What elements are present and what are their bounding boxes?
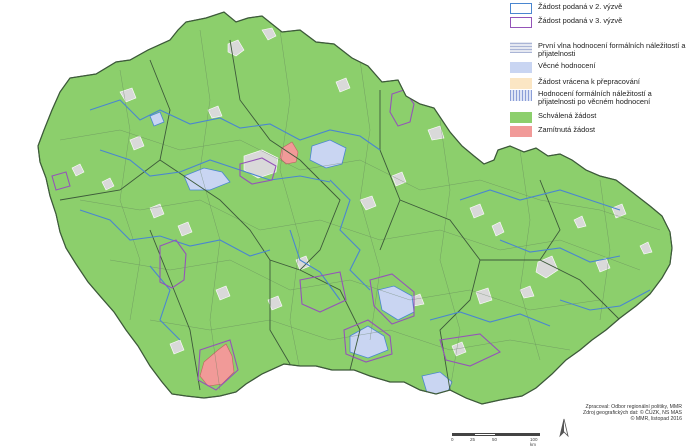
credits-copyright: © MMR, listopad 2016 xyxy=(630,416,682,423)
legend-item-round-3: Žádost podaná v 3. výzvě xyxy=(510,16,688,28)
legend-label: Žádost podaná v 3. výzvě xyxy=(538,16,623,25)
legend-swatch xyxy=(510,17,532,28)
legend-label: Hodnocení formálních náležitostí a přija… xyxy=(538,89,652,107)
legend-swatch xyxy=(510,90,532,101)
scale-label: 25 xyxy=(470,437,476,442)
credits-source: Zdroj geografických dat: © ČÚZK, NS MAS xyxy=(583,410,682,417)
legend-swatch xyxy=(510,42,532,53)
legend-swatch xyxy=(510,112,532,123)
country-border xyxy=(37,11,673,405)
legend-label: Schválená žádost xyxy=(538,111,597,120)
legend-item-first-wave: První vlna hodnocení formálních náležito… xyxy=(510,41,688,59)
legend-swatch xyxy=(510,126,532,137)
scale-label: 0 xyxy=(451,437,454,442)
legend-item-rejected: Zamítnutá žádost xyxy=(510,125,688,137)
areas-not-covered xyxy=(71,27,653,357)
legend-label: Zamítnutá žádost xyxy=(538,125,596,134)
legend-label: První vlna hodnocení formálních náležito… xyxy=(538,41,686,59)
legend-label: Věcné hodnocení xyxy=(538,61,596,70)
map-credits: Zpracoval: Odbor regionální politiky, MM… xyxy=(572,404,682,423)
north-arrow-icon xyxy=(559,418,569,438)
credits-author: Zpracoval: Odbor regionální politiky, MM… xyxy=(585,404,683,410)
scale-label: 50 xyxy=(492,437,498,442)
legend-label: Žádost vrácena k přepracování xyxy=(538,77,640,86)
scale-bar: 0 25 50 100 km xyxy=(451,433,544,447)
legend-swatch xyxy=(510,78,532,89)
legend-swatch xyxy=(510,62,532,73)
region-borders xyxy=(59,39,621,391)
legend-item-round-2: Žádost podaná v 2. výzvě xyxy=(510,2,688,14)
legend-item-returned: Žádost vrácena k přepracování xyxy=(510,77,688,89)
legend-item-approved: Schválená žádost xyxy=(510,111,688,123)
legend-item-after-evaluation: Hodnocení formálních náležitostí a přija… xyxy=(510,89,688,107)
legend-item-substantive: Věcné hodnocení xyxy=(510,61,688,73)
scale-segment xyxy=(474,433,496,436)
areas-substantive-evaluation xyxy=(149,111,453,397)
scale-segment xyxy=(452,433,474,436)
outlines-round-2 xyxy=(79,99,651,341)
district-borders xyxy=(59,29,661,391)
scale-label: 100 km xyxy=(530,437,538,447)
legend-label: Žádost podaná v 2. výzvě xyxy=(538,2,623,11)
legend-swatch xyxy=(510,3,532,14)
scale-segment xyxy=(496,433,540,436)
